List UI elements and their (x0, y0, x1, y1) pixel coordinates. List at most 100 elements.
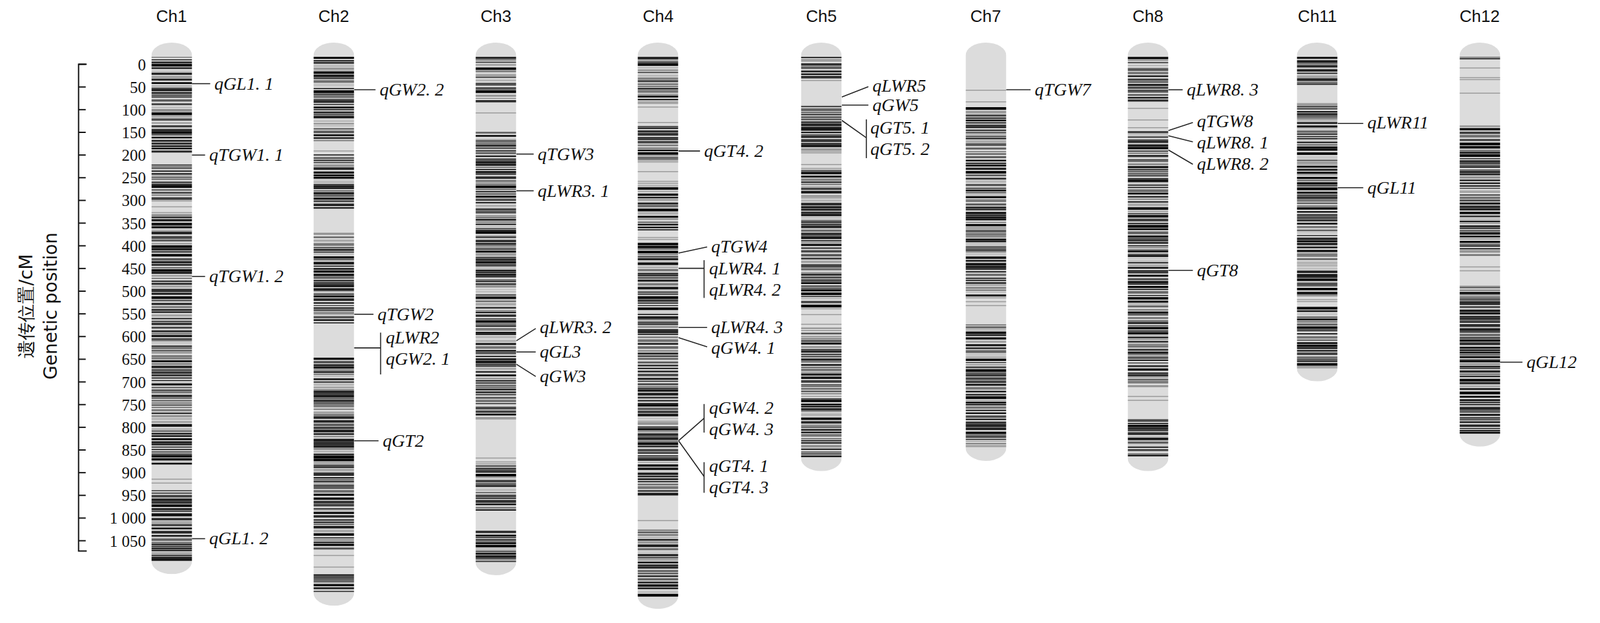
marker-band (313, 99, 354, 101)
leader-line (678, 267, 705, 270)
marker-band (965, 404, 1006, 406)
marker-band (1297, 72, 1338, 75)
marker-band (151, 251, 192, 254)
marker-band (475, 355, 517, 358)
marker-band (1127, 166, 1169, 169)
marker-band (1297, 323, 1338, 326)
marker-band (801, 296, 842, 298)
marker-band (313, 487, 354, 490)
axis-tick (78, 381, 86, 383)
marker-band (313, 378, 354, 381)
marker-band (151, 248, 192, 252)
marker-band (637, 99, 679, 101)
marker-band (151, 504, 192, 508)
marker-band (151, 402, 192, 405)
marker-band (313, 137, 354, 139)
marker-band (475, 90, 517, 93)
marker-band (1127, 225, 1169, 228)
marker-band (637, 442, 679, 446)
marker-band (801, 398, 842, 400)
marker-band (1459, 303, 1500, 306)
marker-band (151, 348, 192, 350)
marker-band (801, 453, 842, 456)
marker-band (151, 191, 192, 194)
marker-band (637, 212, 679, 216)
marker-band (801, 250, 842, 254)
marker-band (637, 87, 679, 90)
marker-band (1127, 151, 1169, 153)
marker-band (965, 396, 1006, 400)
axis-tick (78, 109, 86, 111)
marker-band (151, 229, 192, 232)
marker-band (965, 117, 1006, 119)
marker-band (475, 261, 517, 265)
marker-band (637, 266, 679, 270)
marker-band (1127, 196, 1169, 198)
marker-band (1297, 284, 1338, 286)
marker-band (313, 453, 354, 456)
qtl-name: qGT5. 1 (870, 118, 930, 137)
axis-tick (78, 517, 86, 519)
marker-band (151, 391, 192, 394)
marker-band (1459, 244, 1500, 246)
marker-band (151, 495, 192, 498)
marker-band (1127, 78, 1169, 81)
marker-band (1297, 162, 1338, 165)
marker-band (151, 189, 192, 191)
marker-band (637, 441, 679, 443)
marker-band (475, 336, 517, 339)
marker-band (801, 417, 842, 421)
marker-band (475, 542, 517, 545)
marker-band (475, 294, 517, 296)
marker-band (475, 258, 517, 261)
marker-band (151, 535, 192, 538)
marker-band (475, 380, 517, 382)
marker-band (151, 528, 192, 531)
qtl-name: qLWR5 (872, 76, 926, 95)
marker-band (475, 544, 517, 548)
marker-band (151, 290, 192, 293)
marker-band (637, 187, 679, 190)
marker-band (475, 325, 517, 327)
marker-band (1459, 391, 1500, 395)
marker-band (1459, 312, 1500, 315)
marker-band (151, 61, 192, 64)
marker-band (1459, 431, 1500, 434)
marker-band (313, 484, 354, 487)
marker-band (151, 357, 192, 360)
marker-band (1297, 333, 1338, 335)
marker-band (637, 356, 679, 358)
marker-band (637, 449, 679, 452)
qtl-name: qGW3 (539, 367, 587, 386)
marker-band (475, 485, 517, 488)
marker-band (1459, 424, 1500, 428)
marker-band (1459, 227, 1500, 230)
marker-band (475, 83, 517, 85)
marker-band (801, 127, 842, 130)
marker-band (1459, 319, 1500, 321)
marker-band (475, 509, 517, 511)
marker-band (313, 309, 354, 312)
leader-line (841, 86, 869, 97)
marker-band (965, 212, 1006, 215)
marker-band (801, 164, 842, 166)
marker-band (801, 411, 842, 413)
marker-band (637, 462, 679, 463)
marker-band (1459, 171, 1500, 174)
marker-band (475, 271, 517, 274)
marker-band (1297, 133, 1338, 135)
marker-band (801, 353, 842, 356)
chromosome-bands (1118, 42, 1178, 472)
marker-band (151, 360, 192, 363)
marker-band (475, 497, 517, 500)
marker-band (313, 71, 354, 75)
marker-band (1127, 198, 1169, 201)
marker-band (637, 261, 679, 263)
marker-band (313, 383, 354, 387)
marker-band (151, 67, 192, 70)
marker-band (801, 260, 842, 264)
marker-band (637, 594, 679, 597)
marker-band (1127, 231, 1169, 235)
marker-band (1297, 174, 1338, 177)
qtl-name: qGL1. 2 (209, 529, 269, 548)
